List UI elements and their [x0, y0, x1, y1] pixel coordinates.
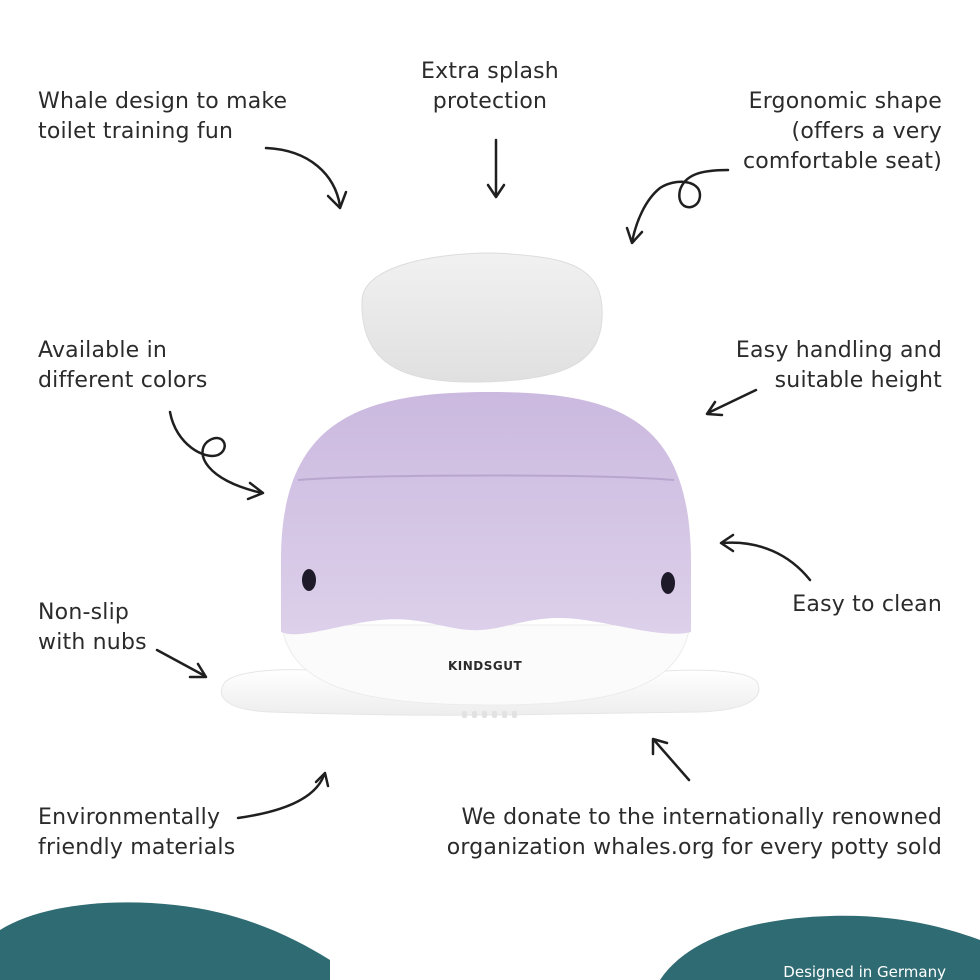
feature-line: Non-slip	[38, 600, 130, 625]
seat-rim	[297, 474, 675, 481]
brand-logo: KINDSGUT	[448, 659, 523, 673]
potty-body	[281, 392, 691, 635]
feature-easy-clean: Easy to clean	[792, 590, 942, 620]
feature-line: We donate to the internationally renowne…	[461, 805, 942, 830]
feature-easy-handling: Easy handling and suitable height	[736, 336, 942, 396]
feature-donation: We donate to the internationally renowne…	[447, 803, 942, 863]
feature-line: with nubs	[38, 630, 147, 655]
footer-designed-in: Designed in Germany	[783, 963, 946, 980]
feature-line: toilet training fun	[38, 119, 234, 144]
whale-eye-left	[302, 569, 316, 591]
feature-line: Easy to clean	[792, 592, 942, 617]
whale-eye-right	[661, 572, 675, 594]
whale-potty: KINDSGUT	[220, 252, 760, 718]
arrow-colors	[168, 410, 265, 501]
feature-line: friendly materials	[38, 835, 236, 860]
feature-line: Ergonomic shape	[748, 89, 942, 114]
feature-line: protection	[432, 89, 548, 114]
feature-whale-design: Whale design to make toilet training fun	[38, 87, 287, 147]
feature-non-slip: Non-slip with nubs	[38, 598, 147, 658]
feature-line: comfortable seat)	[742, 149, 942, 174]
arrow-non-slip	[155, 648, 208, 679]
feature-line: organization whales.org for every potty …	[446, 835, 942, 860]
footer-wave-left	[0, 902, 330, 980]
arrow-donation	[651, 737, 691, 782]
arrow-clean	[719, 533, 812, 582]
splash-guard	[361, 252, 603, 383]
feature-materials: Environmentally friendly materials	[38, 803, 235, 863]
arrow-materials	[236, 771, 330, 820]
feature-splash-protection: Extra splash protection	[400, 57, 580, 117]
arrow-ergonomic	[625, 168, 730, 245]
feature-line: Easy handling and	[735, 338, 942, 363]
feature-line: Environmentally	[38, 805, 221, 830]
feature-line: Available in	[38, 338, 168, 363]
potty-base	[220, 669, 760, 716]
feature-ergonomic-shape: Ergonomic shape (offers a very comfortab…	[743, 87, 942, 177]
feature-line: suitable height	[774, 368, 942, 393]
arrow-splash	[486, 138, 506, 199]
non-slip-nubs	[462, 711, 517, 718]
feature-line: different colors	[38, 368, 208, 393]
potty-belly	[281, 624, 691, 706]
feature-line: (offers a very	[791, 119, 942, 144]
arrow-whale-design	[264, 146, 348, 210]
feature-line: Whale design to make	[38, 89, 288, 114]
feature-line: Extra splash	[421, 59, 559, 84]
feature-colors: Available in different colors	[38, 336, 208, 396]
